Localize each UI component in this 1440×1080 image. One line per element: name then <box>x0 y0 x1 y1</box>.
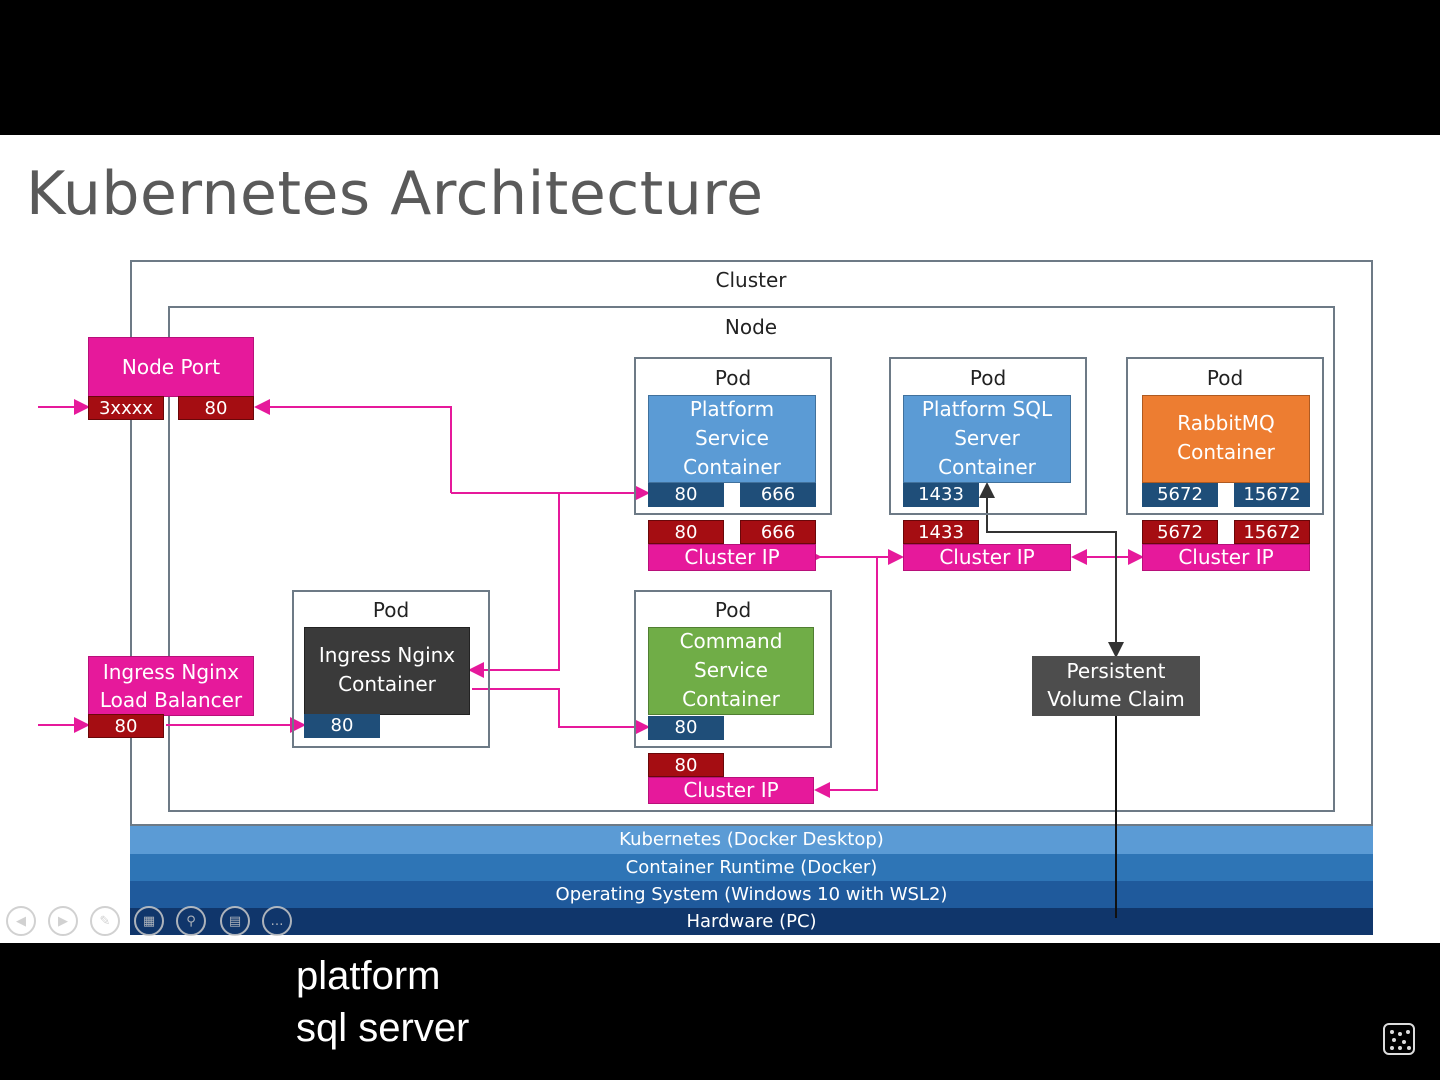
sql-cluster-ip: Cluster IP <box>903 544 1071 571</box>
ingress-line2: Container <box>338 672 436 696</box>
ingress-pod-label: Pod <box>372 598 410 622</box>
platform-service-container: Platform Service Container <box>648 395 816 483</box>
subtitle-line1: platform <box>296 954 441 998</box>
platform-pod <box>634 357 832 515</box>
ingress-container-port-80: 80 <box>304 714 380 738</box>
command-svc-port-80: 80 <box>648 753 724 777</box>
command-cluster-ip: Cluster IP <box>648 777 814 804</box>
sql-line3: Container <box>938 454 1036 479</box>
rabbit-svc-port-5672: 5672 <box>1142 520 1218 544</box>
layer-operating-system: Operating System (Windows 10 with WSL2) <box>130 881 1373 909</box>
platform-line3: Container <box>683 454 781 479</box>
cluster-frame <box>130 260 1373 826</box>
cluster-label: Cluster <box>715 268 787 292</box>
node-port-label: Node Port <box>121 355 221 379</box>
persistent-volume-claim: Persistent Volume Claim <box>1032 656 1200 716</box>
command-line2: Service <box>694 657 768 682</box>
pvc-line2: Volume Claim <box>1047 687 1185 711</box>
slides-icon[interactable]: ▦ <box>134 906 164 936</box>
rabbit-line1: RabbitMQ <box>1177 411 1275 435</box>
command-service-container: Command Service Container <box>648 627 814 715</box>
caption-settings-icon[interactable] <box>1382 1022 1418 1058</box>
command-container-port-80: 80 <box>648 716 724 740</box>
zoom-icon[interactable]: ⚲ <box>176 906 206 936</box>
platform-svc-port-80: 80 <box>648 520 724 544</box>
more-icon[interactable]: … <box>262 906 292 936</box>
rabbit-container-port-15672: 15672 <box>1234 483 1310 507</box>
command-pod-label: Pod <box>714 598 752 622</box>
rabbit-cluster-ip: Cluster IP <box>1142 544 1310 571</box>
platform-line2: Service <box>695 425 769 450</box>
node-label: Node <box>724 315 778 339</box>
command-pod <box>634 590 832 748</box>
prev-icon[interactable]: ◀ <box>6 906 36 936</box>
node-frame <box>168 306 1335 812</box>
sql-pod-label: Pod <box>969 366 1007 390</box>
node-port-3xxxx: 3xxxx <box>88 396 164 420</box>
sql-line1: Platform SQL <box>921 396 1053 421</box>
subtitles-icon[interactable]: ▤ <box>220 906 250 936</box>
node-port-80: 80 <box>178 396 254 420</box>
rabbit-container-port-5672: 5672 <box>1142 483 1218 507</box>
layer-kubernetes: Kubernetes (Docker Desktop) <box>130 826 1373 854</box>
next-icon[interactable]: ▶ <box>48 906 78 936</box>
platform-container-port-80: 80 <box>648 483 724 507</box>
pen-icon[interactable]: ✎ <box>90 906 120 936</box>
ingress-line1: Ingress Nginx <box>318 643 456 667</box>
command-line1: Command <box>679 628 783 653</box>
command-line3: Container <box>682 686 780 711</box>
platform-pod-label: Pod <box>714 366 752 390</box>
ingress-load-balancer: Ingress Nginx Load Balancer <box>88 656 254 716</box>
subtitle-line2: sql server <box>296 1006 470 1050</box>
ingress-lb-line1: Ingress Nginx <box>102 660 240 684</box>
ingress-lb-port-80: 80 <box>88 714 164 738</box>
sql-line2: Server <box>954 425 1020 450</box>
rabbitmq-pod <box>1126 357 1324 515</box>
ingress-pod <box>292 590 490 748</box>
rabbit-line2: Container <box>1177 440 1275 464</box>
slide-title: Kubernetes Architecture <box>26 159 764 229</box>
rabbit-svc-port-15672: 15672 <box>1234 520 1310 544</box>
sql-svc-port-1433: 1433 <box>903 520 979 544</box>
rabbitmq-container: RabbitMQ Container <box>1142 395 1310 483</box>
layer-hardware: Hardware (PC) <box>130 908 1373 935</box>
sql-server-container: Platform SQL Server Container <box>903 395 1071 483</box>
rabbitmq-pod-label: Pod <box>1206 366 1244 390</box>
platform-line1: Platform <box>689 396 775 421</box>
sql-pod <box>889 357 1087 515</box>
node-port: Node Port <box>88 337 254 397</box>
pvc-line1: Persistent <box>1066 659 1166 683</box>
sql-container-port-1433: 1433 <box>903 483 979 507</box>
ingress-nginx-container: Ingress Nginx Container <box>304 627 470 715</box>
layer-container-runtime: Container Runtime (Docker) <box>130 854 1373 882</box>
platform-container-port-666: 666 <box>740 483 816 507</box>
platform-cluster-ip: Cluster IP <box>648 544 816 571</box>
platform-svc-port-666: 666 <box>740 520 816 544</box>
ingress-lb-line2: Load Balancer <box>99 688 243 712</box>
